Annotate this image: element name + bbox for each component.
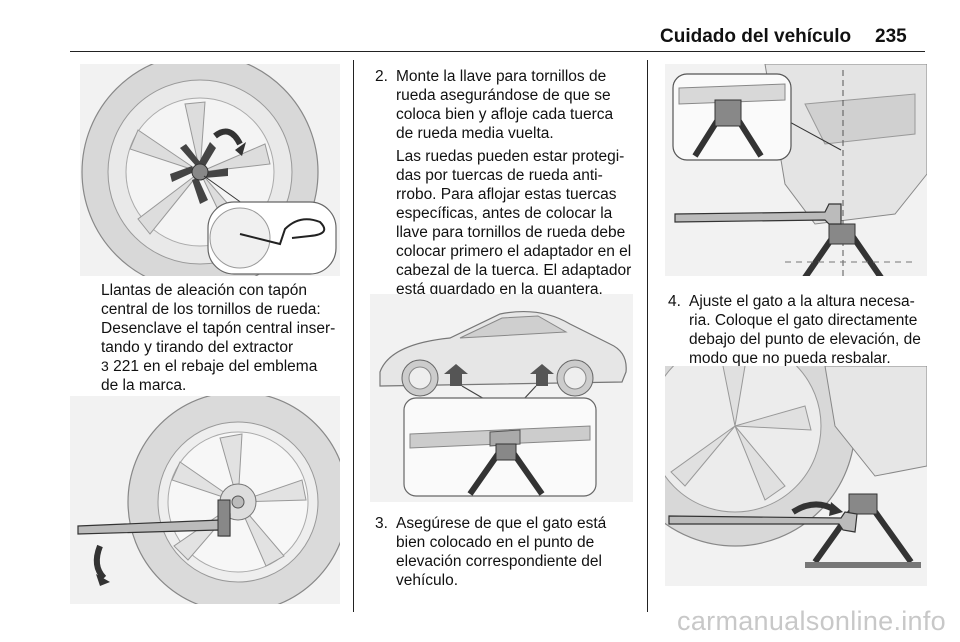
step2-text: Monte la llave para tornillos de rueda a… xyxy=(396,67,613,143)
text-line: debajo del punto de elevación, de xyxy=(689,331,921,348)
figure-jack-lifting-point xyxy=(665,64,927,276)
text-line: Las ruedas pueden estar protegi- xyxy=(396,148,625,165)
text-line: vehículo. xyxy=(396,572,459,589)
text-line: Monte la llave para tornillos de xyxy=(396,68,607,85)
column-divider-2 xyxy=(647,60,648,612)
figure-alloy-wheel-cap xyxy=(80,64,340,276)
header-rule xyxy=(70,51,925,52)
text-line: cabezal de la tuerca. El adaptador xyxy=(396,262,632,279)
text-line: das por tuercas de rueda anti- xyxy=(396,167,603,184)
text-line: Desenclave el tapón central inser- xyxy=(101,320,336,337)
step4-text: Ajuste el gato a la altura necesa- ria. … xyxy=(689,292,921,368)
text-line: Asegúrese de que el gato está xyxy=(396,515,607,532)
text-line: modo que no pueda resbalar. xyxy=(689,350,891,367)
text-line: está guardado en la guantera. xyxy=(396,281,603,298)
text-line: rueda asegurándose de que se xyxy=(396,87,611,104)
step-number: 2. xyxy=(375,68,388,85)
text-line: Llantas de aleación con tapón xyxy=(101,282,307,299)
alloy-wheel-paragraph: Llantas de aleación con tapón central de… xyxy=(101,281,335,395)
text-line: tando y tirando del extractor xyxy=(101,339,294,356)
page-reference-icon: 3 xyxy=(101,358,109,374)
text-line: de rueda media vuelta. xyxy=(396,125,554,142)
page-number: 235 xyxy=(875,26,907,47)
watermark: carmanualsonline.info xyxy=(677,606,946,636)
section-title: Cuidado del vehículo xyxy=(660,26,852,47)
text-line: Ajuste el gato a la altura necesa- xyxy=(689,293,915,310)
text-line: 221 en el rebaje del emblema xyxy=(113,358,318,375)
step-number: 3. xyxy=(375,515,388,532)
text-line: llave para tornillos de rueda debe xyxy=(396,224,626,241)
text-line: ria. Coloque el gato directamente xyxy=(689,312,918,329)
text-line: central de los tornillos de rueda: xyxy=(101,301,321,318)
text-line: específicas, antes de colocar la xyxy=(396,205,613,222)
text-line: de la marca. xyxy=(101,377,187,394)
step-number: 4. xyxy=(668,293,681,310)
column-divider-1 xyxy=(353,60,354,612)
text-line: coloca bien y afloje cada tuerca xyxy=(396,106,614,123)
locking-nut-note: Las ruedas pueden estar protegi- das por… xyxy=(396,147,631,299)
figure-wheel-wrench xyxy=(70,396,340,604)
text-line: colocar primero el adaptador en el xyxy=(396,243,632,260)
text-line: rrobo. Para aflojar estas tuercas xyxy=(396,186,617,203)
figure-jack-raising xyxy=(665,366,927,586)
figure-car-jacking-points xyxy=(370,294,633,502)
step3-text: Asegúrese de que el gato está bien coloc… xyxy=(396,514,606,590)
text-line: bien colocado en el punto de xyxy=(396,534,595,551)
text-line: elevación correspondiente del xyxy=(396,553,602,570)
